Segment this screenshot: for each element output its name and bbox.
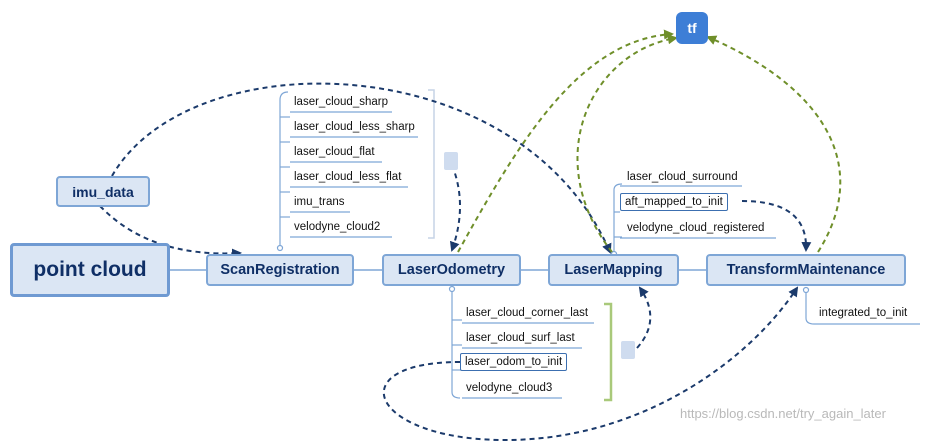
transform-maintenance-tree [802,286,920,325]
dark-dashed-arrows [99,82,812,442]
mapping-topic-selected[interactable]: aft_mapped_to_init [620,193,728,211]
odometry-topic[interactable]: laser_cloud_surf_last [466,332,575,344]
odometry-topic[interactable]: laser_cloud_corner_last [466,307,589,319]
imu-data-node[interactable]: imu_data [56,176,150,207]
scan-topic[interactable]: laser_cloud_flat [294,146,375,158]
scan-topic[interactable]: laser_cloud_less_flat [294,171,402,183]
laser-odometry-bracket [604,302,613,402]
laser-mapping-node[interactable]: LaserMapping [548,254,679,286]
laser-mapping-tree [610,183,776,258]
scan-topic[interactable]: velodyne_cloud2 [294,221,381,233]
scan-topic[interactable]: imu_trans [294,196,345,208]
odometry-topic[interactable]: velodyne_cloud3 [466,382,553,394]
laser-odometry-node[interactable]: LaserOdometry [382,254,521,286]
scan-topic[interactable]: laser_cloud_sharp [294,96,388,108]
mapping-topic[interactable]: laser_cloud_surround [627,171,738,183]
scan-registration-bracket [428,89,435,239]
odometry-topic-selected[interactable]: laser_odom_to_init [460,353,568,371]
watermark: https://blog.csdn.net/try_again_later [680,406,886,421]
laser-odometry-topic-tag [621,341,635,359]
scan-registration-topic-tag [444,152,458,170]
scan-registration-node[interactable]: ScanRegistration [206,254,354,286]
mapping-topic[interactable]: velodyne_cloud_registered [627,222,765,234]
green-dashed-arrows [457,29,842,253]
scan-topic[interactable]: laser_cloud_less_sharp [294,121,415,133]
transform-topic[interactable]: integrated_to_init [819,307,908,319]
point-cloud-node[interactable]: point cloud [10,243,170,297]
scan-registration-tree [276,91,418,252]
transform-maintenance-node[interactable]: TransformMaintenance [706,254,906,286]
tf-node[interactable]: tf [676,12,708,44]
